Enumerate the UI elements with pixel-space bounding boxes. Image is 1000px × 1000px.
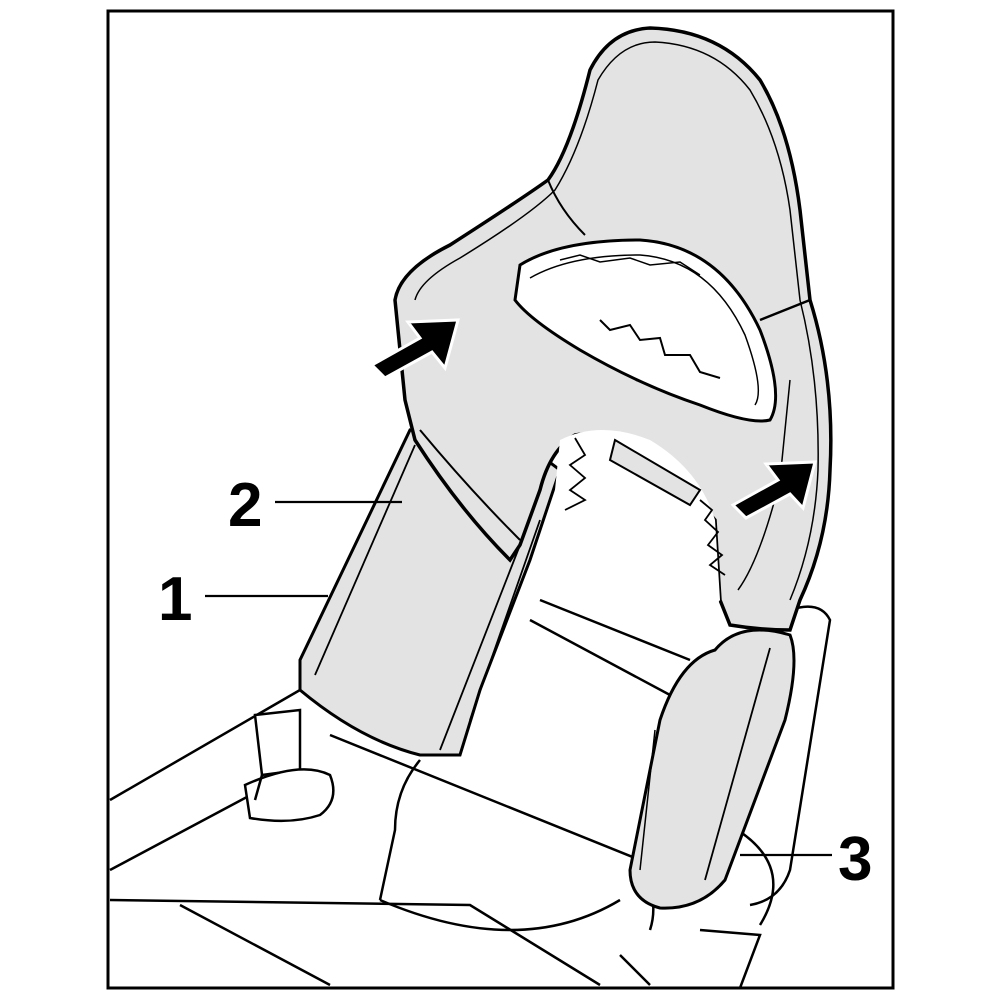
arrow-left-icon xyxy=(369,318,460,380)
seat-cushion xyxy=(109,598,775,989)
belt-buckle xyxy=(243,708,335,823)
callout-1: 1 xyxy=(158,565,192,634)
callout-2: 2 xyxy=(228,471,262,540)
push-arrows xyxy=(369,318,817,520)
side-bolster-right xyxy=(628,605,832,910)
backrest-shell xyxy=(393,26,833,640)
arrow-right-icon xyxy=(730,460,817,520)
leader-lines xyxy=(205,500,832,857)
callout-3: 3 xyxy=(838,825,872,894)
